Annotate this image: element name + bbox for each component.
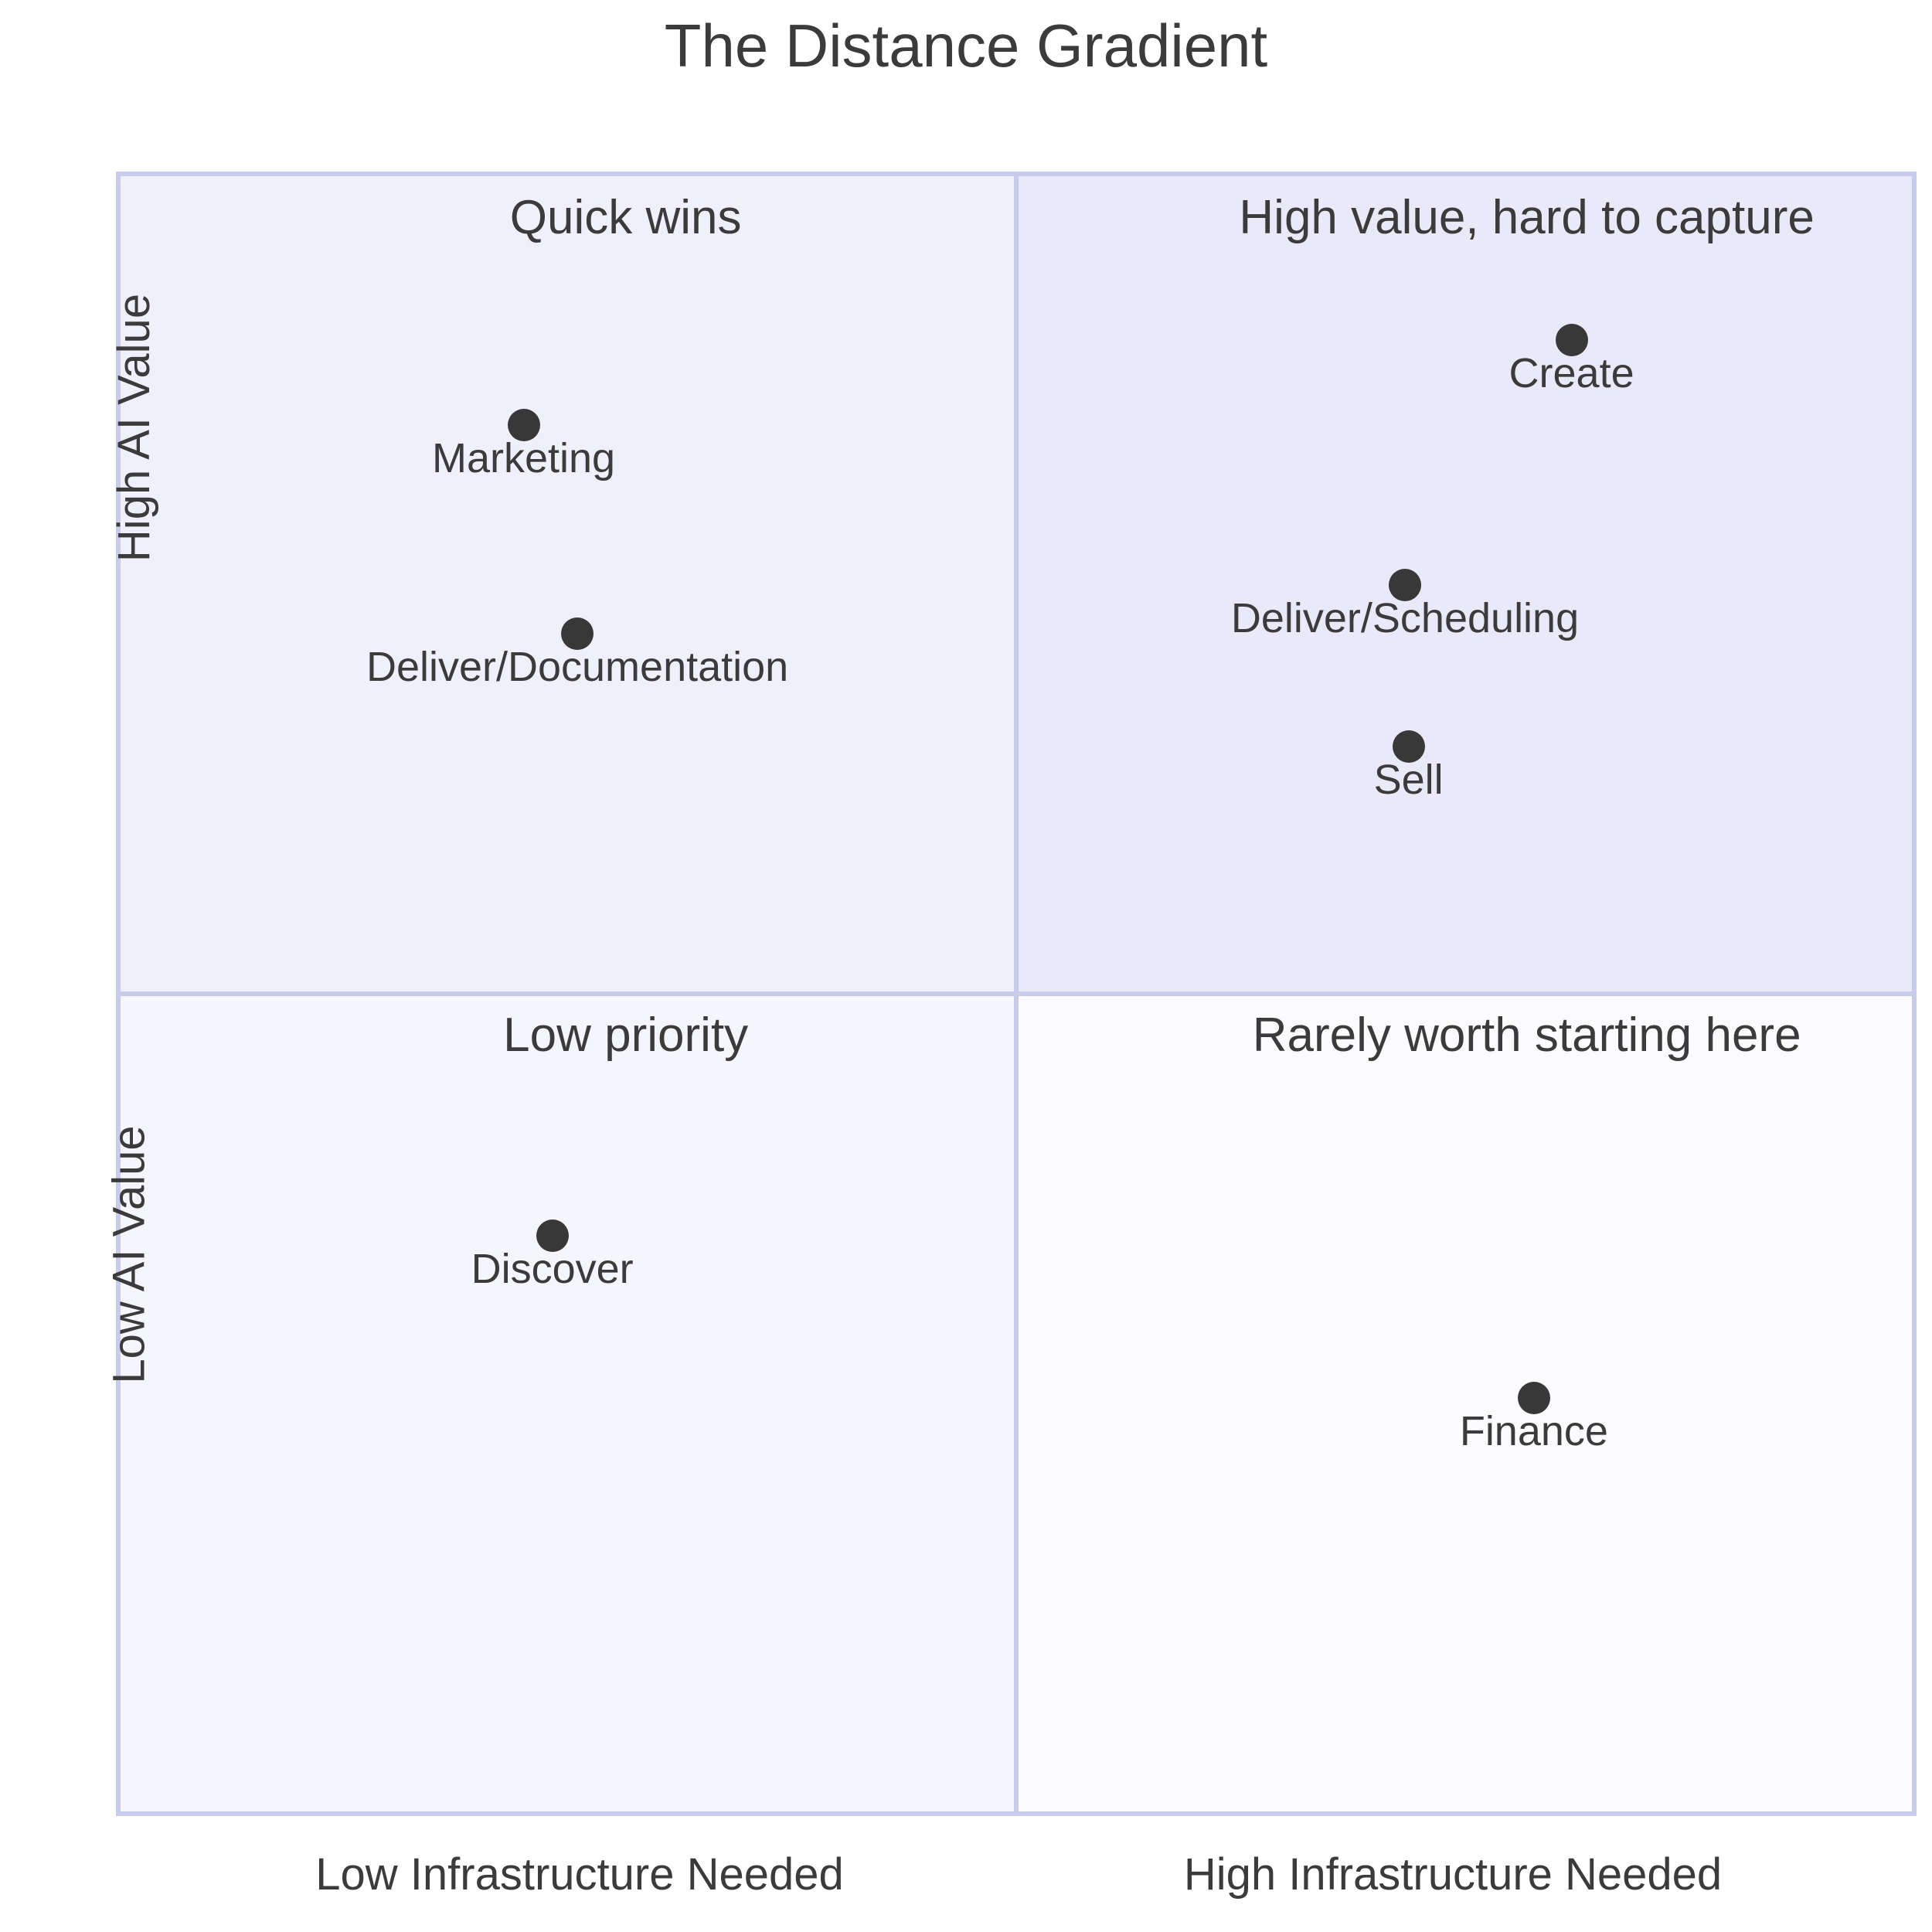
data-point-marker bbox=[1517, 1381, 1550, 1414]
data-point-label: Deliver/Documentation bbox=[366, 644, 789, 691]
data-point-marker bbox=[561, 617, 594, 651]
quadrant-top-left bbox=[121, 176, 1016, 994]
data-point-label: Marketing bbox=[432, 434, 616, 481]
y-axis-label-high: High AI Value bbox=[0, 294, 159, 562]
data-point-marker bbox=[1389, 569, 1421, 601]
data-point-label: Deliver/Scheduling bbox=[1230, 595, 1580, 641]
x-axis-label-high: High Infrastructure Needed bbox=[1183, 1849, 1723, 1900]
x-axis-label-low: Low Infrastructure Needed bbox=[315, 1849, 844, 1900]
data-point-marker bbox=[536, 1219, 569, 1253]
quadrant-label-bottom-left: Low priority bbox=[503, 1009, 749, 1062]
y-axis-label-low-text: Low AI Value bbox=[104, 1125, 155, 1384]
quadrant-label-top-right: High value, hard to capture bbox=[1239, 191, 1815, 244]
data-point-label: Sell bbox=[1373, 757, 1444, 804]
quadrant-label-top-left: Quick wins bbox=[509, 191, 742, 244]
data-point-marker bbox=[507, 408, 540, 441]
y-axis-label-high-text: High AI Value bbox=[109, 293, 160, 563]
data-point-marker bbox=[1392, 730, 1425, 764]
data-point-label: Discover bbox=[471, 1246, 634, 1293]
data-point-marker bbox=[1555, 323, 1588, 356]
page-title: The Distance Gradient bbox=[664, 12, 1268, 80]
quadrant-bottom-left bbox=[121, 994, 1016, 1811]
data-point-label: Finance bbox=[1459, 1407, 1608, 1454]
y-axis-label-low: Low AI Value bbox=[0, 1125, 155, 1383]
quadrant-bottom-right bbox=[1016, 994, 1912, 1811]
quadrant-label-bottom-right: Rarely worth starting here bbox=[1252, 1009, 1801, 1062]
data-point-label: Create bbox=[1509, 349, 1634, 396]
plot-area: Quick wins High value, hard to capture L… bbox=[116, 172, 1917, 1816]
quadrant-top-right bbox=[1016, 176, 1912, 994]
quadrant-divider-horizontal bbox=[121, 992, 1912, 996]
